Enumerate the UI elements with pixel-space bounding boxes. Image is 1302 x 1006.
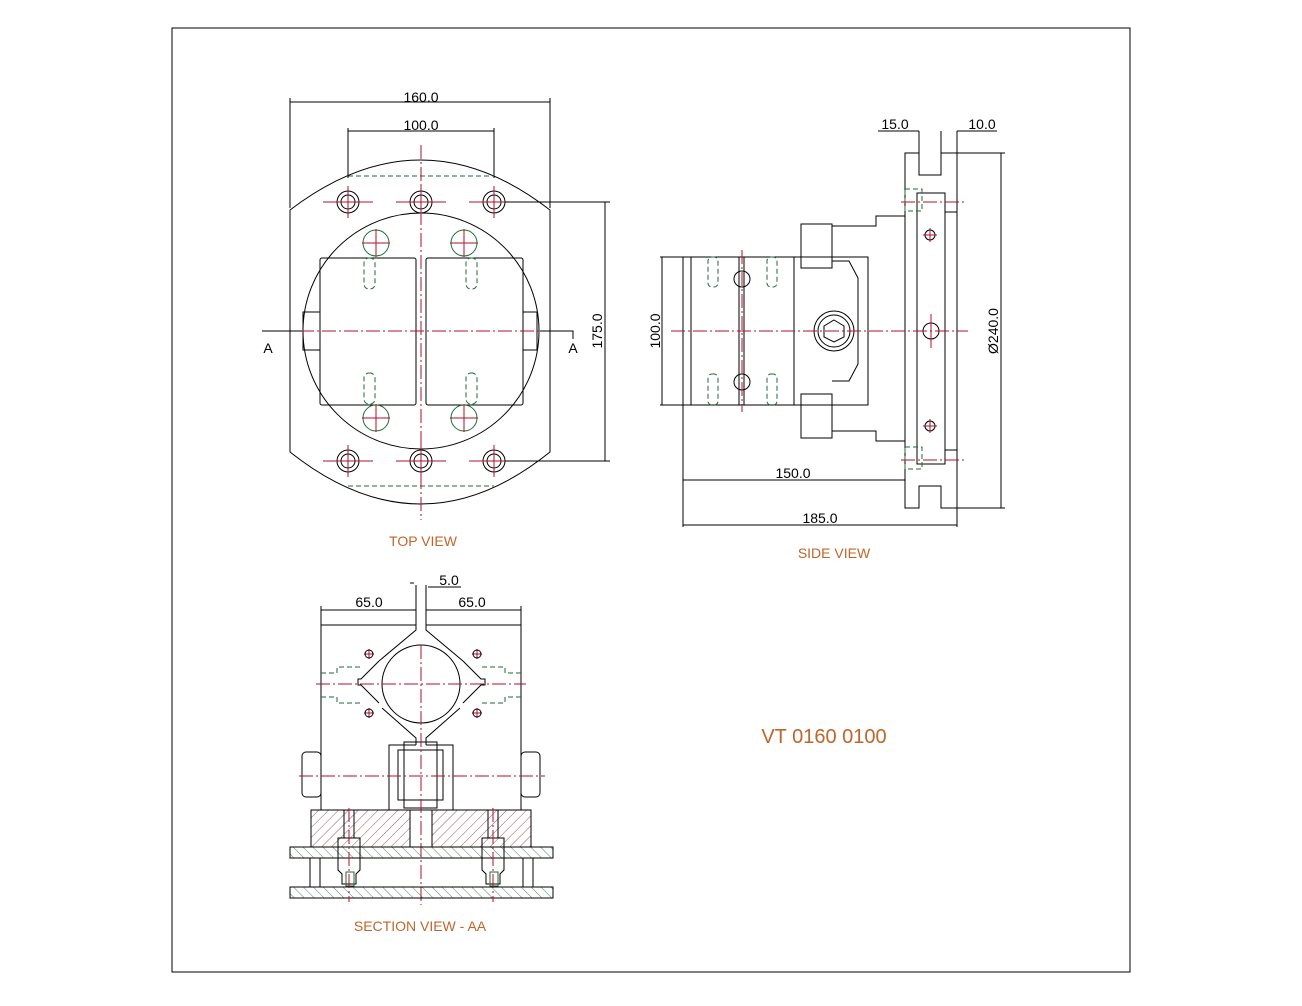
middle-plate <box>289 846 554 859</box>
section-view-label: SECTION VIEW - AA <box>354 918 487 934</box>
hidden-counterbores <box>362 229 478 432</box>
hex-socket-bolt <box>823 319 845 343</box>
dim-65-right: 65.0 <box>458 594 485 610</box>
base-plate-outline <box>289 159 551 505</box>
leveling-feet <box>337 808 505 902</box>
dim-175: 175.0 <box>589 313 605 348</box>
dim-150: 150.0 <box>775 465 810 481</box>
dim-5: 5.0 <box>439 572 459 588</box>
dim-185: 185.0 <box>802 510 837 526</box>
dim-160: 160.0 <box>403 89 438 105</box>
dim-15: 15.0 <box>881 116 908 132</box>
dim-100: 100.0 <box>403 117 438 133</box>
drawing-number: VT 0160 0100 <box>761 726 886 748</box>
sheet-border <box>171 27 1131 973</box>
bottom-plate <box>289 886 554 899</box>
top-view-label: TOP VIEW <box>389 533 458 549</box>
section-mark-right: A <box>568 340 578 356</box>
side-view-label: SIDE VIEW <box>798 545 871 561</box>
section-mark-left: A <box>263 340 273 356</box>
side-view: 100.0 150.0 185.0 Ø240.0 15.0 10.0 SIDE … <box>647 116 1005 561</box>
section-view: 65.0 65.0 5.0 SECTION VIEW - AA <box>289 572 554 934</box>
dim-65-left: 65.0 <box>355 594 382 610</box>
dim-10: 10.0 <box>968 116 995 132</box>
dim-100-side: 100.0 <box>647 313 663 348</box>
top-view: A A 160.0 100.0 175.0 TOP VIEW <box>262 89 610 549</box>
dim-diameter-240: Ø240.0 <box>985 308 1001 354</box>
